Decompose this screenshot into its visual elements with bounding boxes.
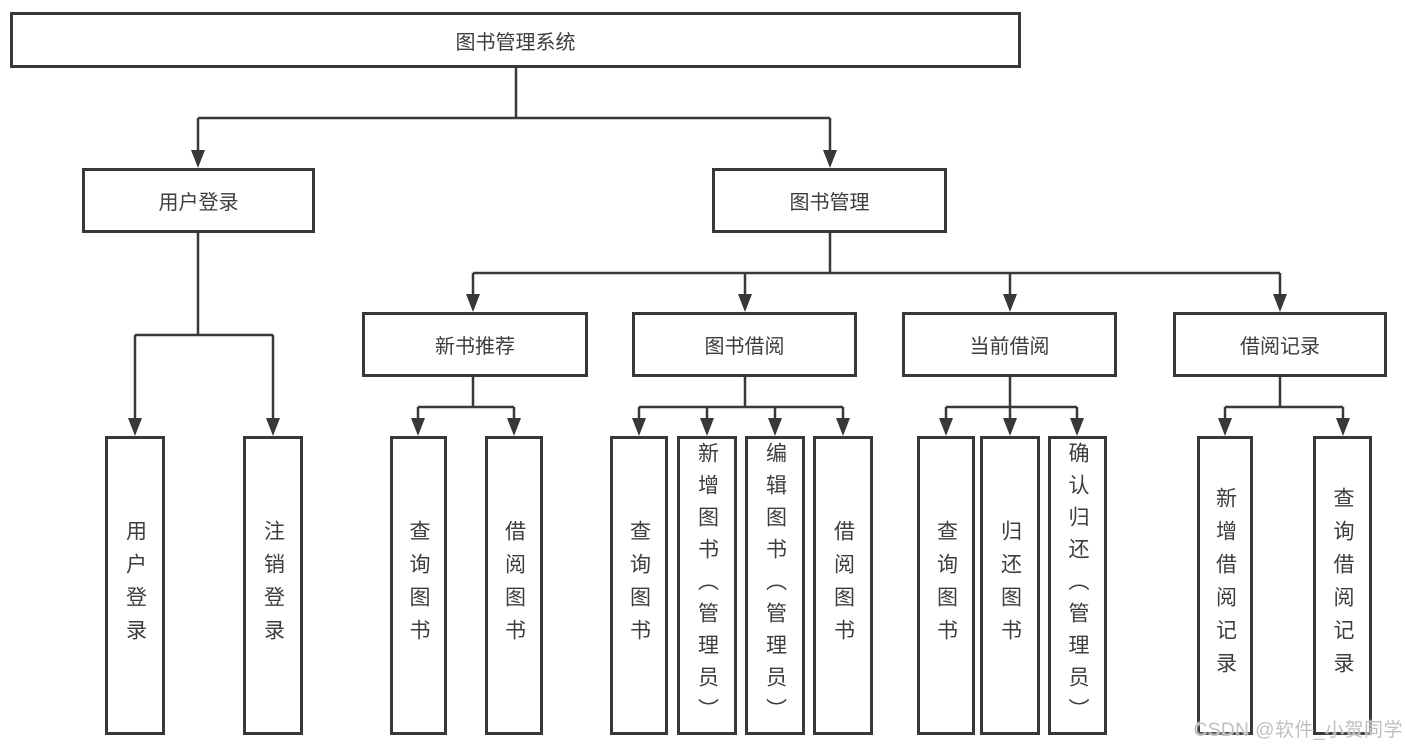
leaf-borrowing-edit-books-admin: 编辑图书（管理员） [745, 436, 805, 735]
leaf-user-login: 用户登录 [105, 436, 165, 735]
node-root: 图书管理系统 [10, 12, 1021, 68]
connector-new-book-rec-to-leaves [411, 377, 521, 436]
node-user-login: 用户登录 [82, 168, 315, 233]
leaf-user-login-label: 用户登录 [123, 519, 147, 652]
leaf-current-return-books-label: 归还图书 [998, 519, 1022, 652]
leaf-rec-query-books-label: 查询图书 [407, 519, 430, 652]
leaf-records-add-record-label: 新增借阅记录 [1213, 486, 1237, 685]
leaf-current-query-books: 查询图书 [917, 436, 975, 735]
connector-current-borrowing-to-leaves [939, 377, 1084, 436]
leaf-records-query-record: 查询借阅记录 [1313, 436, 1372, 735]
connector-root-to-level2 [191, 68, 837, 168]
node-book-mgmt: 图书管理 [712, 168, 947, 233]
leaf-current-return-books: 归还图书 [980, 436, 1040, 735]
node-book-borrowing: 图书借阅 [632, 312, 857, 377]
connector-borrowing-records-to-leaves [1218, 377, 1350, 436]
leaf-logout-label: 注销登录 [261, 519, 285, 652]
leaf-borrowing-query-books-label: 查询图书 [627, 519, 651, 652]
leaf-records-query-record-label: 查询借阅记录 [1331, 486, 1354, 685]
connector-book-mgmt-to-level3 [466, 233, 1287, 312]
watermark: CSDN @软件_小贺同学 [1193, 720, 1403, 741]
connector-user-login-to-leaves [128, 233, 280, 436]
leaf-borrowing-query-books: 查询图书 [610, 436, 668, 735]
leaf-rec-query-books: 查询图书 [390, 436, 447, 735]
leaf-logout: 注销登录 [243, 436, 303, 735]
connector-book-borrowing-to-leaves [632, 377, 850, 436]
leaf-current-confirm-return-admin: 确认归还（管理员） [1048, 436, 1107, 735]
node-current-borrowing: 当前借阅 [902, 312, 1117, 377]
leaf-borrowing-edit-books-admin-label: 编辑图书（管理员） [763, 441, 787, 730]
leaf-borrowing-borrow-books-label: 借阅图书 [831, 519, 855, 652]
leaf-borrowing-add-books-admin-label: 新增图书（管理员） [695, 441, 719, 730]
leaf-borrowing-add-books-admin: 新增图书（管理员） [677, 436, 737, 735]
leaf-current-query-books-label: 查询图书 [934, 519, 958, 652]
node-borrowing-records: 借阅记录 [1173, 312, 1387, 377]
leaf-rec-borrow-books: 借阅图书 [485, 436, 543, 735]
leaf-current-confirm-return-admin-label: 确认归还（管理员） [1066, 441, 1089, 730]
node-new-book-rec: 新书推荐 [362, 312, 588, 377]
leaf-rec-borrow-books-label: 借阅图书 [502, 519, 526, 652]
leaf-records-add-record: 新增借阅记录 [1197, 436, 1253, 735]
leaf-borrowing-borrow-books: 借阅图书 [813, 436, 873, 735]
